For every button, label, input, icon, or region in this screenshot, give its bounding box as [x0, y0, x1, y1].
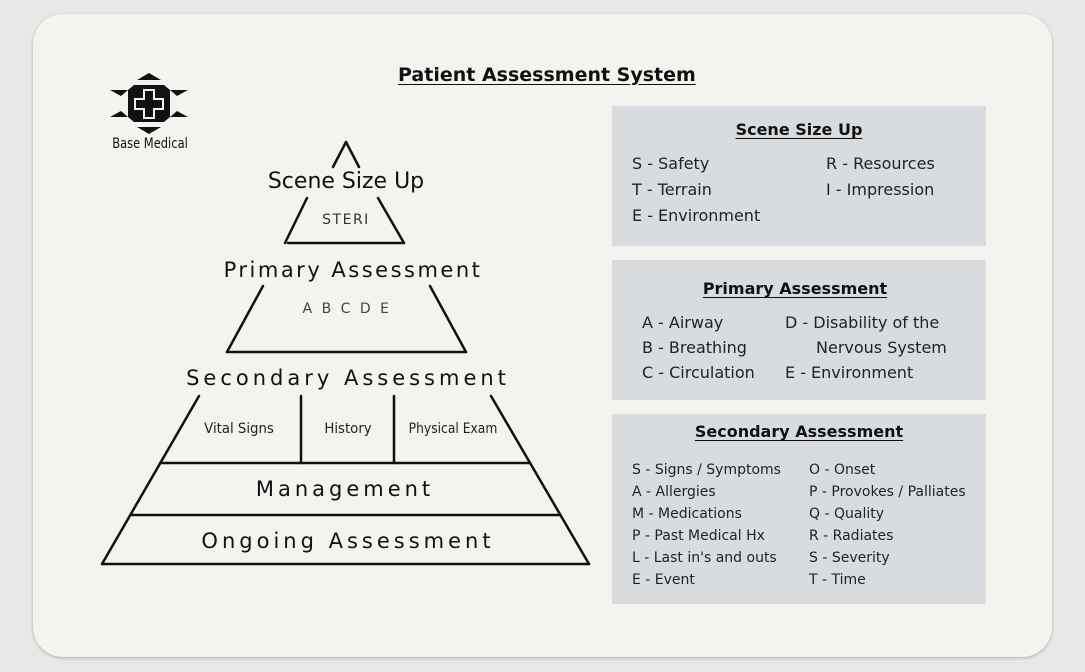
secondary-item-quality: Q - Quality: [809, 506, 884, 522]
secondary-item-past-medical: P - Past Medical Hx: [632, 528, 765, 544]
medical-cross-logo-icon: [110, 73, 188, 134]
primary-item-environment: E - Environment: [785, 363, 914, 382]
pyramid-left-edge-1: [283, 196, 309, 245]
pyramid-vital-signs-cell: Vital Signs: [204, 421, 274, 437]
secondary-assessment-box: Secondary Assessment S - Signs / Symptom…: [612, 414, 986, 604]
pyramid-steri-label: STERI: [322, 212, 370, 228]
pyramid-apex-left: [331, 140, 348, 169]
secondary-item-severity: S - Severity: [809, 550, 890, 566]
primary-item-circulation: C - Circulation: [642, 363, 755, 382]
secondary-item-last-ins-outs: L - Last in's and outs: [632, 550, 777, 566]
pyramid-right-edge-2: [428, 284, 468, 354]
secondary-box-title: Secondary Assessment: [694, 422, 904, 441]
pyramid-left-edge-3: [100, 394, 201, 566]
secondary-item-provokes: P - Provokes / Palliates: [809, 484, 966, 500]
secondary-item-onset: O - Onset: [809, 462, 876, 478]
page-title: Patient Assessment System: [398, 64, 696, 86]
pyramid-secondary-label: Secondary Assessment: [186, 366, 510, 390]
secondary-item-allergies: A - Allergies: [632, 484, 716, 500]
primary-item-breathing: B - Breathing: [642, 338, 747, 357]
secondary-item-event: E - Event: [632, 572, 695, 588]
logo-text: Base Medical: [112, 136, 188, 152]
scene-item-impression: I - Impression: [826, 180, 935, 199]
secondary-item-radiates: R - Radiates: [809, 528, 894, 544]
pyramid-abcde-label: A B C D E: [302, 301, 392, 317]
pyramid-apex-right: [344, 140, 361, 169]
pyramid-physical-exam-cell: Physical Exam: [408, 421, 498, 437]
primary-assessment-box: Primary Assessment A - Airway B - Breath…: [612, 260, 986, 400]
pyramid-primary-label: Primary Assessment: [223, 258, 483, 282]
pyramid-scene-size-up-label: Scene Size Up: [267, 169, 425, 194]
pyramid-history-cell: History: [324, 421, 372, 437]
secondary-item-time: T - Time: [809, 572, 866, 588]
pyramid-right-edge-3: [489, 394, 591, 566]
primary-box-title: Primary Assessment: [702, 279, 888, 298]
scene-item-resources: R - Resources: [826, 154, 935, 173]
secondary-item-signs: S - Signs / Symptoms: [632, 462, 781, 478]
pyramid-ongoing-label: Ongoing Assessment: [201, 529, 495, 553]
pyramid-management-label: Management: [255, 477, 435, 501]
scene-item-safety: S - Safety: [632, 154, 710, 173]
pyramid-right-edge-1: [376, 196, 406, 245]
scene-item-terrain: T - Terrain: [632, 180, 712, 199]
scene-box-title: Scene Size Up: [735, 120, 863, 139]
scene-size-up-box: Scene Size Up S - Safety T - Terrain E -…: [612, 106, 986, 246]
primary-item-nervous-system: Nervous System: [816, 338, 947, 357]
primary-item-airway: A - Airway: [642, 313, 724, 332]
primary-item-disability: D - Disability of the: [785, 313, 940, 332]
pyramid-left-edge-2: [225, 284, 265, 354]
secondary-item-medications: M - Medications: [632, 506, 742, 522]
scene-item-environment: E - Environment: [632, 206, 761, 225]
